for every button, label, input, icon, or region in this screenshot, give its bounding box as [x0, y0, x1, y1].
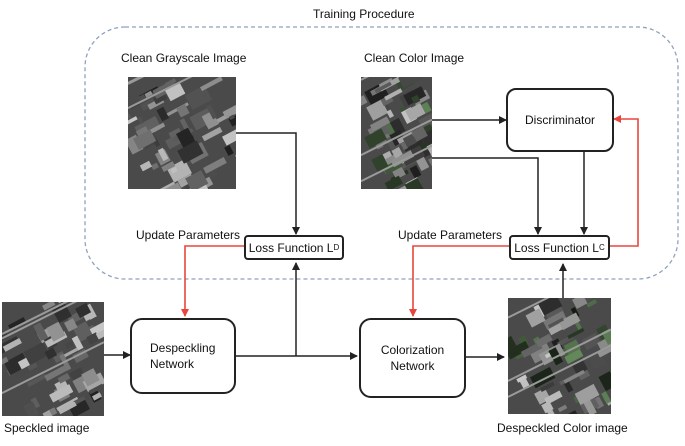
clean-color-image	[361, 77, 432, 189]
training-frame	[84, 26, 679, 280]
clean-grayscale-image	[128, 77, 236, 189]
clean-grayscale-label: Clean Grayscale Image	[121, 51, 247, 65]
discriminator-block: Discriminator	[506, 88, 614, 152]
loss-c-update-arrow	[409, 245, 509, 317]
speckled-image	[2, 302, 104, 416]
despeckling-label-line1: Despeckling	[150, 340, 216, 355]
loss-c-text: Loss Function L	[514, 240, 599, 255]
loss-d-subscript: D	[333, 243, 340, 252]
colorization-label-line2: Network	[390, 359, 435, 373]
update-parameters-left: Update Parameters	[136, 228, 241, 242]
discriminator-label: Discriminator	[524, 112, 595, 127]
despeckled-color-image	[508, 298, 611, 414]
speckled-label: Speckled image	[4, 421, 90, 435]
colorization-network-block: Colorization Network	[359, 318, 466, 398]
diagram-title: Training Procedure	[313, 7, 415, 21]
loss-c-subscript: C	[598, 243, 605, 252]
color-to-loss-c-arrow	[432, 157, 542, 235]
loss-d-text: Loss Function L	[248, 240, 334, 255]
colorization-label-line1: Colorization	[380, 342, 445, 357]
despeckling-label-line2: Network	[150, 357, 195, 371]
loss-d-update-arrow	[181, 245, 244, 317]
clean-color-label: Clean Color Image	[364, 51, 465, 65]
gray-to-loss-d-arrow	[236, 132, 300, 235]
loss-c-to-discriminator-arrow	[610, 115, 639, 247]
update-parameters-right: Update Parameters	[398, 228, 503, 242]
despeckled-color-label: Despeckled Color image	[497, 421, 628, 435]
despeckling-network-block: Despeckling Network	[130, 318, 236, 394]
